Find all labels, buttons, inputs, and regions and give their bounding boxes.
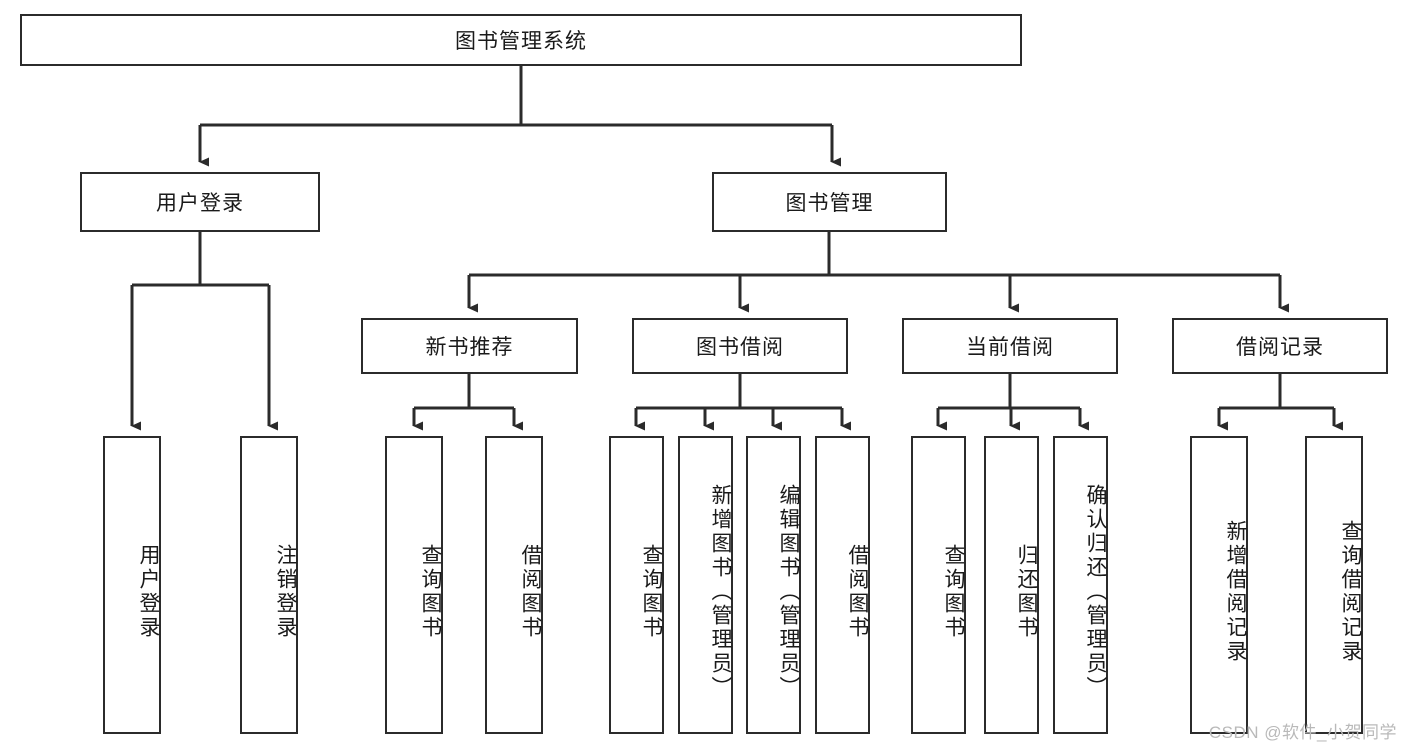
node-current-borrow[interactable]: 当前借阅 bbox=[902, 318, 1118, 374]
node-user-login[interactable]: 用户登录 bbox=[80, 172, 320, 232]
node-root[interactable]: 图书管理系统 bbox=[20, 14, 1022, 66]
node-leaf-query-book-1[interactable]: 查询图书 bbox=[385, 436, 443, 734]
node-leaf-user-login[interactable]: 用户登录 bbox=[103, 436, 161, 734]
node-leaf-add-book[interactable]: 新增图书（管理员） bbox=[678, 436, 733, 734]
node-book-manage[interactable]: 图书管理 bbox=[712, 172, 947, 232]
node-new-book-rec-label: 新书推荐 bbox=[425, 336, 514, 359]
node-leaf-borrow-book-2[interactable]: 借阅图书 bbox=[815, 436, 870, 734]
node-book-borrow-label: 图书借阅 bbox=[696, 336, 784, 359]
node-leaf-add-book-label: 新增图书（管理员） bbox=[709, 484, 732, 700]
node-leaf-add-record-label: 新增借阅记录 bbox=[1224, 520, 1247, 664]
node-leaf-borrow-book-2-label: 借阅图书 bbox=[846, 544, 869, 640]
node-book-manage-label: 图书管理 bbox=[785, 192, 874, 215]
node-leaf-query-record-label: 查询借阅记录 bbox=[1339, 520, 1362, 664]
node-new-book-rec[interactable]: 新书推荐 bbox=[361, 318, 578, 374]
node-root-label: 图书管理系统 bbox=[455, 30, 587, 53]
node-borrow-record-label: 借阅记录 bbox=[1236, 336, 1324, 359]
node-leaf-query-book-3-label: 查询图书 bbox=[942, 544, 965, 640]
watermark: CSDN @软件_小贺同学 bbox=[1208, 723, 1397, 742]
node-leaf-query-book-3[interactable]: 查询图书 bbox=[911, 436, 966, 734]
node-book-borrow[interactable]: 图书借阅 bbox=[632, 318, 848, 374]
node-leaf-query-book-2[interactable]: 查询图书 bbox=[609, 436, 664, 734]
node-borrow-record[interactable]: 借阅记录 bbox=[1172, 318, 1388, 374]
node-leaf-confirm-return-label: 确认归还（管理员） bbox=[1084, 484, 1107, 700]
node-leaf-query-book-2-label: 查询图书 bbox=[640, 544, 663, 640]
node-leaf-return-book[interactable]: 归还图书 bbox=[984, 436, 1039, 734]
node-leaf-query-record[interactable]: 查询借阅记录 bbox=[1305, 436, 1363, 734]
node-leaf-borrow-book-1-label: 借阅图书 bbox=[519, 544, 542, 640]
node-leaf-confirm-return[interactable]: 确认归还（管理员） bbox=[1053, 436, 1108, 734]
node-leaf-return-book-label: 归还图书 bbox=[1015, 544, 1038, 640]
node-leaf-user-login-label: 用户登录 bbox=[137, 544, 160, 640]
node-leaf-add-record[interactable]: 新增借阅记录 bbox=[1190, 436, 1248, 734]
node-leaf-edit-book[interactable]: 编辑图书（管理员） bbox=[746, 436, 801, 734]
node-leaf-query-book-1-label: 查询图书 bbox=[419, 544, 442, 640]
node-leaf-logout-label: 注销登录 bbox=[274, 544, 297, 640]
node-leaf-logout[interactable]: 注销登录 bbox=[240, 436, 298, 734]
node-leaf-edit-book-label: 编辑图书（管理员） bbox=[777, 484, 800, 700]
node-leaf-borrow-book-1[interactable]: 借阅图书 bbox=[485, 436, 543, 734]
node-current-borrow-label: 当前借阅 bbox=[966, 336, 1054, 359]
node-user-login-label: 用户登录 bbox=[156, 192, 244, 215]
